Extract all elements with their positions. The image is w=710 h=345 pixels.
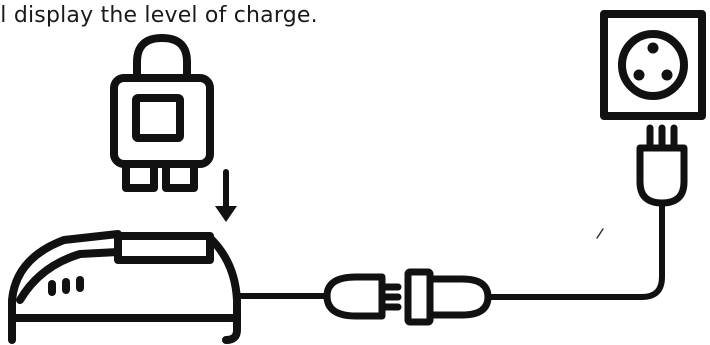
- arrow-down-icon: [215, 172, 237, 222]
- inline-plug-connector-icon: [327, 272, 488, 322]
- wall-socket-icon: [604, 14, 702, 116]
- cord-right: [488, 203, 662, 297]
- stray-mark: [597, 229, 603, 238]
- battery-pack-icon: [114, 38, 210, 188]
- wall-plug-icon: [640, 128, 684, 203]
- charger-base-icon: [12, 234, 237, 340]
